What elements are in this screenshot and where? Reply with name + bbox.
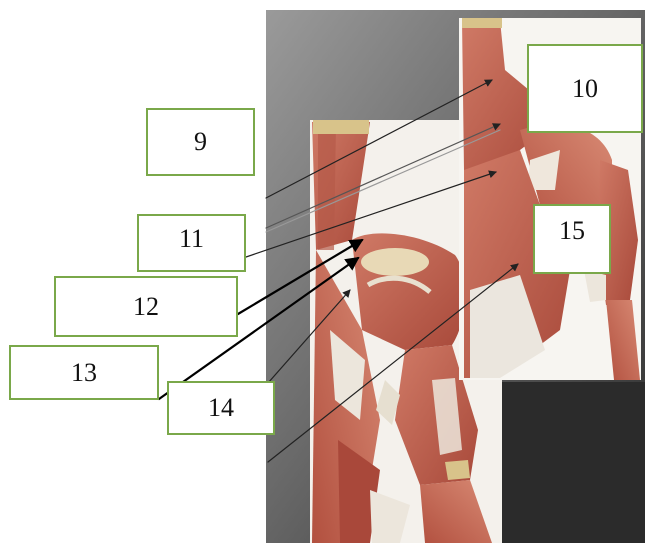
label-box-14[interactable]: 14 bbox=[167, 381, 275, 435]
label-box-12[interactable]: 12 bbox=[54, 276, 238, 337]
label-box-10[interactable]: 10 bbox=[527, 44, 643, 133]
label-box-11[interactable]: 11 bbox=[137, 214, 246, 272]
label-box-13[interactable]: 13 bbox=[9, 345, 159, 400]
label-box-9[interactable]: 9 bbox=[146, 108, 255, 176]
label-box-15[interactable]: 15 bbox=[533, 204, 611, 274]
background-dark-corner bbox=[498, 382, 645, 543]
